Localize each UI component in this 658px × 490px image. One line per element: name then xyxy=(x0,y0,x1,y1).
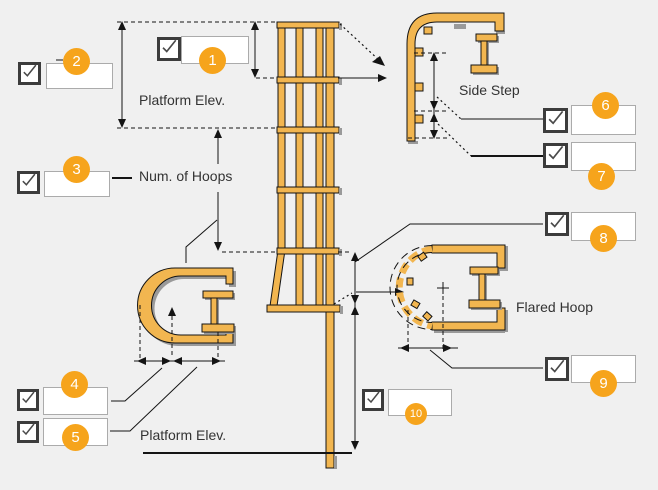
flared-hoop-label: Flared Hoop xyxy=(516,299,594,315)
checkbox-5[interactable] xyxy=(17,421,39,443)
badge-6: 6 xyxy=(592,92,619,119)
input-4[interactable] xyxy=(43,387,108,415)
platform-elev-top-label: Platform Elev. xyxy=(139,92,226,108)
checkbox-9[interactable] xyxy=(545,357,569,381)
checkmark-icon xyxy=(22,173,36,186)
checkmark-icon xyxy=(367,391,380,404)
checkbox-2[interactable] xyxy=(18,62,41,85)
badge-9: 9 xyxy=(590,370,617,397)
checkbox-4[interactable] xyxy=(17,389,39,411)
checkmark-icon xyxy=(548,110,564,125)
checkmark-icon xyxy=(23,64,37,77)
badge-2: 2 xyxy=(63,48,90,75)
badge-5: 5 xyxy=(62,424,89,451)
checkbox-3[interactable] xyxy=(17,171,40,194)
checkmark-icon xyxy=(22,423,35,436)
checkmark-icon xyxy=(548,145,564,160)
badge-7: 7 xyxy=(588,163,615,190)
checkbox-1[interactable] xyxy=(157,37,181,61)
hoop-plan-drawing xyxy=(110,267,236,432)
checkmark-icon xyxy=(550,359,565,373)
badge-8: 8 xyxy=(590,225,617,252)
side-step-label: Side Step xyxy=(459,82,520,98)
checkbox-6[interactable] xyxy=(543,108,568,133)
checkmark-icon xyxy=(22,391,35,404)
badge-3: 3 xyxy=(63,156,90,183)
checkbox-10[interactable] xyxy=(362,389,384,411)
num-of-hoops-label: Num. of Hoops xyxy=(139,168,233,184)
checkbox-8[interactable] xyxy=(545,212,569,236)
badge-1: 1 xyxy=(199,47,226,74)
checkbox-7[interactable] xyxy=(543,143,568,168)
badge-10: 10 xyxy=(405,403,427,425)
checkmark-icon xyxy=(162,39,177,53)
badge-4: 4 xyxy=(61,371,88,398)
ladder-elevation xyxy=(266,21,343,469)
checkmark-icon xyxy=(550,214,565,228)
platform-elev-bottom-label: Platform Elev. xyxy=(140,427,227,443)
